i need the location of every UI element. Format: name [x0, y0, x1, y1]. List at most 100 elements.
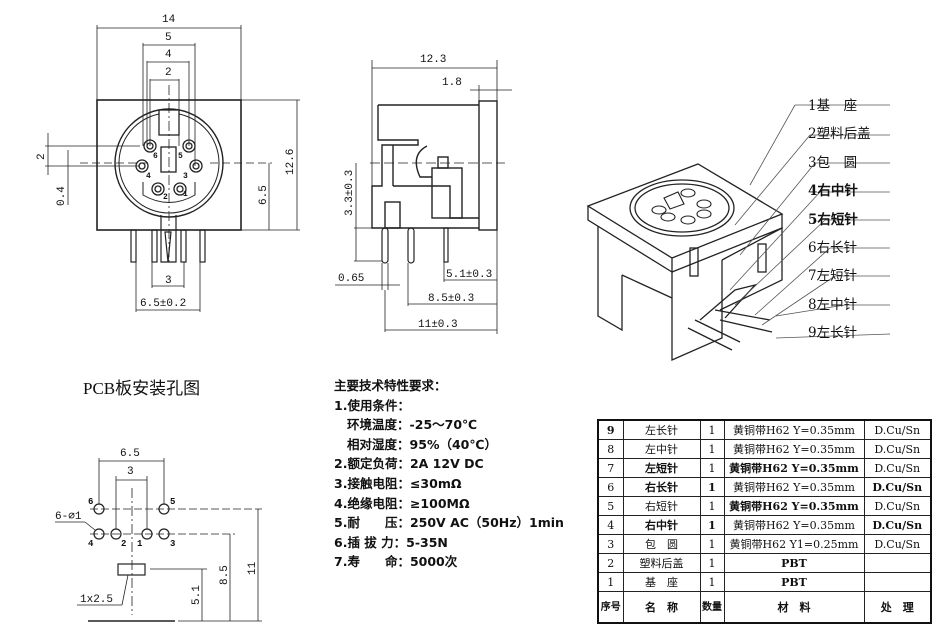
- cell-no: 7: [597, 458, 624, 478]
- cell-qty: 1: [699, 553, 725, 573]
- pcb-slot-spec: 1x2.5: [80, 594, 113, 606]
- cell-name: 左长针: [622, 419, 701, 440]
- header-material: 材 料: [723, 591, 865, 624]
- iso-labels: 1基 座 2塑料后盖 3包 圆 4右中针 5右短针 6右长针 7左短针 8左中针…: [808, 92, 871, 348]
- pcb-dim-6-5: 6.5: [120, 448, 140, 460]
- spec-line: 4.绝缘电阻：≥100MΩ: [334, 495, 470, 511]
- cell-qty: 1: [699, 439, 725, 459]
- dim-4: 4: [165, 49, 172, 61]
- dim-5: 5: [165, 32, 172, 44]
- part-label-2: 2塑料后盖: [808, 126, 871, 143]
- spec-line: 7.寿 命：5000次: [334, 554, 458, 570]
- dim-center: 6.5: [258, 185, 270, 205]
- cell-qty: 1: [699, 477, 725, 497]
- cell-material: 黄铜带H62 Y1=0.25mm: [723, 534, 865, 554]
- cell-name: 基 座: [622, 572, 701, 592]
- cell-qty: 1: [699, 496, 725, 516]
- dim-pin-6-5: 6.5±0.2: [140, 298, 186, 310]
- table-header-row: 序号 名 称 数量 材 料 处 理: [597, 591, 932, 624]
- cell-qty: 1: [699, 572, 725, 592]
- pin-label: 3: [183, 172, 188, 181]
- pin-label: 6: [153, 152, 158, 161]
- cell-finish: D.Cu/Sn: [863, 534, 932, 554]
- cell-no: 1: [597, 572, 624, 592]
- hole-label: 3: [170, 539, 175, 549]
- cell-finish: D.Cu/Sn: [863, 477, 932, 497]
- cell-no: 3: [597, 534, 624, 554]
- dim-pin-height: 3.3±0.3: [344, 170, 356, 216]
- cell-material: 黄铜带H62 Y=0.35mm: [723, 419, 865, 440]
- cell-finish: D.Cu/Sn: [863, 419, 932, 440]
- header-qty: 数量: [699, 591, 725, 624]
- pin-label: 1: [183, 190, 188, 199]
- pcb-title: PCB板安装孔图: [83, 379, 201, 398]
- cell-material: 黄铜带H62 Y=0.35mm: [723, 477, 865, 497]
- dim-front: 1.8: [442, 77, 462, 89]
- spec-list: 主要技术特性要求： 1.使用条件： 环境温度：-25～70℃ 相对湿度：95%（…: [334, 376, 564, 572]
- cell-qty: 1: [699, 419, 725, 440]
- cell-material: 黄铜带H62 Y=0.35mm: [723, 515, 865, 535]
- pcb-dim-11: 11: [247, 561, 259, 575]
- part-label-7: 7左短针: [808, 268, 858, 285]
- side-view-drawing: 12.3 1.8 3.3±0.3 0.65 5.1±0.3 8.5±0.3 11…: [335, 54, 512, 334]
- part-label-4: 4右中针: [808, 183, 858, 200]
- pin-label: 5: [178, 152, 183, 161]
- spec-line: 环境温度：-25～70℃: [334, 417, 478, 433]
- part-label-5: 5右短针: [808, 211, 858, 228]
- isometric-view-drawing: [586, 104, 891, 361]
- spec-line: 1.使用条件：: [334, 397, 410, 413]
- cell-finish: D.Cu/Sn: [863, 458, 932, 478]
- cell-finish: D.Cu/Sn: [863, 515, 932, 535]
- pcb-dim-8-5: 8.5: [219, 565, 231, 585]
- cell-finish: D.Cu/Sn: [863, 439, 932, 459]
- pcb-dim-3: 3: [127, 466, 134, 478]
- cell-name: 右中针: [622, 515, 701, 535]
- cell-qty: 1: [699, 534, 725, 554]
- hole-label: 2: [121, 539, 126, 549]
- cell-material: PBT: [723, 553, 865, 573]
- cell-material: PBT: [723, 572, 865, 592]
- part-label-6: 6右长针: [808, 240, 858, 257]
- spec-line: 相对湿度：95%（40℃）: [334, 436, 498, 452]
- header-name: 名 称: [622, 591, 701, 624]
- cell-material: 黄铜带H62 Y=0.35mm: [723, 439, 865, 459]
- hole-label: 4: [88, 539, 94, 549]
- cell-finish: D.Cu/Sn: [863, 496, 932, 516]
- header-finish: 处 理: [863, 591, 932, 624]
- spec-line: 2.额定负荷：2A 12V DC: [334, 456, 484, 472]
- cell-no: 5: [597, 496, 624, 516]
- cell-no: 2: [597, 553, 624, 573]
- part-label-9: 9左长针: [808, 325, 858, 342]
- cell-qty: 1: [699, 458, 725, 478]
- spec-line: 5.耐 压：250V AC（50Hz）1min: [334, 515, 564, 531]
- pin-label: 4: [146, 172, 151, 181]
- hole-label: 5: [170, 497, 175, 507]
- cell-name: 右长针: [622, 477, 701, 497]
- header-no: 序号: [597, 591, 624, 624]
- spec-heading: 主要技术特性要求：: [334, 378, 447, 393]
- cell-no: 4: [597, 515, 624, 535]
- dim-pin-3: 3: [165, 275, 172, 287]
- spec-line: 3.接触电阻：≤30mΩ: [334, 475, 462, 491]
- dim-8-5: 8.5±0.3: [428, 293, 474, 305]
- pcb-drawing: 6.5 3 6-⌀1 1x2.5 5.1 8.5 11 6 5 4 2 1 3: [55, 448, 262, 622]
- dim-height: 12.6: [285, 149, 297, 175]
- cell-name: 包 圆: [622, 534, 701, 554]
- part-label-1: 1基 座: [808, 98, 858, 114]
- dim-2: 2: [165, 67, 172, 79]
- cell-name: 左中针: [622, 439, 701, 459]
- cell-no: 8: [597, 439, 624, 459]
- cell-finish: [863, 572, 932, 592]
- spec-line: 6.插 拔 力：5-35N: [334, 534, 448, 550]
- cell-no: 6: [597, 477, 624, 497]
- hole-label: 6: [88, 497, 93, 507]
